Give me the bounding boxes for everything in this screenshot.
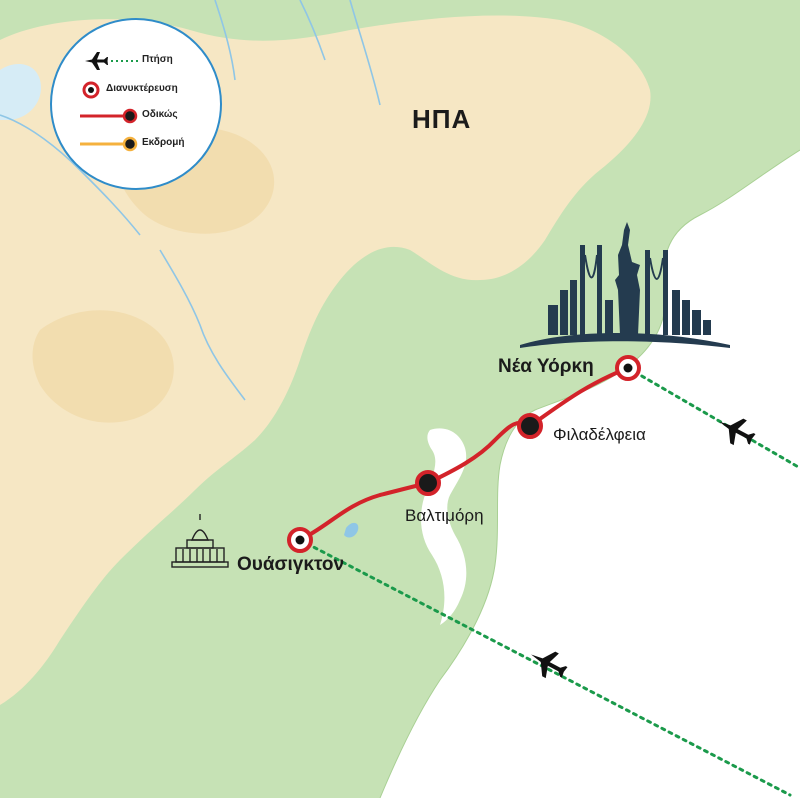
overnight-marker-icon	[82, 81, 100, 99]
legend-road-label: Οδικώς	[142, 109, 178, 120]
city-label-philadelphia: Φιλαδέλφεια	[553, 425, 646, 444]
airplane-icon	[719, 418, 756, 446]
legend-row-flight: Πτήση	[52, 50, 224, 72]
legend-excursion-label: Εκδρομή	[142, 137, 185, 148]
overnight-marker-icon	[415, 470, 441, 496]
new-york-skyline-icon	[520, 222, 730, 348]
city-label-new-york: Νέα Υόρκη	[498, 356, 594, 377]
city-label-washington: Ουάσιγκτον	[237, 554, 345, 575]
legend-row-overnight: Διανυκτέρευση	[52, 79, 224, 101]
land-tan-hills-2	[32, 310, 174, 423]
road-line-icon	[80, 108, 138, 124]
airplane-icon	[531, 651, 568, 679]
capitol-icon	[171, 514, 229, 568]
legend-flight-label: Πτήση	[142, 54, 173, 65]
overnight-marker-icon	[615, 355, 641, 381]
overnight-marker-icon	[287, 527, 313, 553]
airplane-icon	[85, 52, 138, 70]
road-route	[298, 366, 630, 542]
country-label: ΗΠΑ	[412, 104, 472, 134]
overnight-marker-icon	[517, 413, 543, 439]
legend-row-excursion: Εκδρομή	[52, 133, 224, 155]
city-label-baltimore: Βαλτιμόρη	[405, 506, 484, 525]
lake-top-left	[0, 64, 41, 120]
map-legend: Πτήση Διανυκτέρευση Οδικώς Εκδρομή	[50, 18, 222, 190]
land-edges	[379, 149, 800, 798]
flight-route-new-york	[626, 366, 800, 470]
land-green-top-right	[680, 0, 800, 120]
small-lake	[344, 522, 359, 538]
excursion-line-icon	[80, 136, 138, 152]
legend-row-road: Οδικώς	[52, 105, 224, 127]
legend-overnight-label: Διανυκτέρευση	[106, 83, 178, 94]
